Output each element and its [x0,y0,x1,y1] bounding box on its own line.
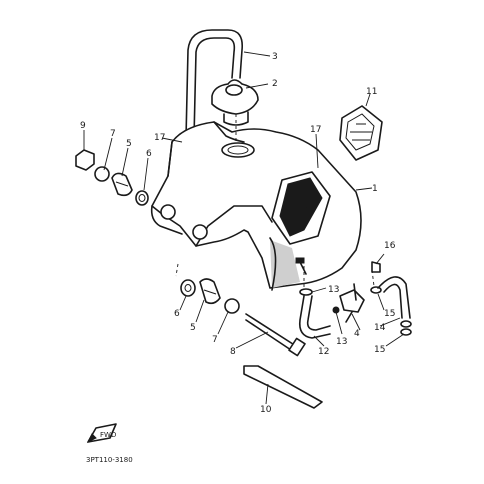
callout-6-upper: 6 [146,149,152,159]
callout-17-right: 17 [310,125,321,135]
fwd-label: FWD [100,431,116,439]
callout-13-lower: 13 [336,337,347,347]
callout-15-upper: 15 [384,309,395,319]
damper-pad [243,365,323,409]
callout-numbers: 1 2 3 4 5 5 6 6 7 7 8 9 10 11 12 13 13 1… [80,52,396,415]
upper-mount-parts [75,149,149,206]
callout-9: 9 [80,121,86,131]
callout-1: 1 [372,184,378,194]
callout-4: 4 [354,329,360,339]
callout-7-upper: 7 [110,129,116,139]
callout-8: 8 [230,347,236,357]
callout-7-lower: 7 [212,335,218,345]
lower-mount-parts [180,278,306,357]
callout-16: 16 [384,241,396,251]
assembly-lines [175,114,375,290]
callout-12: 12 [318,347,329,357]
callout-14: 14 [374,323,386,333]
callout-15-lower: 15 [374,345,385,355]
upper-bracket [339,105,383,161]
callout-6-lower: 6 [174,309,180,319]
fuel-cap [211,79,259,126]
callout-10: 10 [260,405,272,415]
callout-17-left: 17 [154,133,165,143]
leader-17b [315,133,319,169]
callout-5-upper: 5 [126,139,132,149]
callout-5-lower: 5 [190,323,196,333]
breather-hose [185,29,244,139]
callout-2: 2 [272,79,278,89]
fwd-arrow-icon: FWD [86,423,117,444]
diagram-code: 3PT110-3180 [86,456,133,464]
callout-13-upper: 13 [328,285,339,295]
callout-3: 3 [272,52,278,62]
callout-11: 11 [366,87,377,97]
fuel-tank [150,121,362,291]
tank-emblem [271,171,331,245]
leader-lines [83,51,405,405]
